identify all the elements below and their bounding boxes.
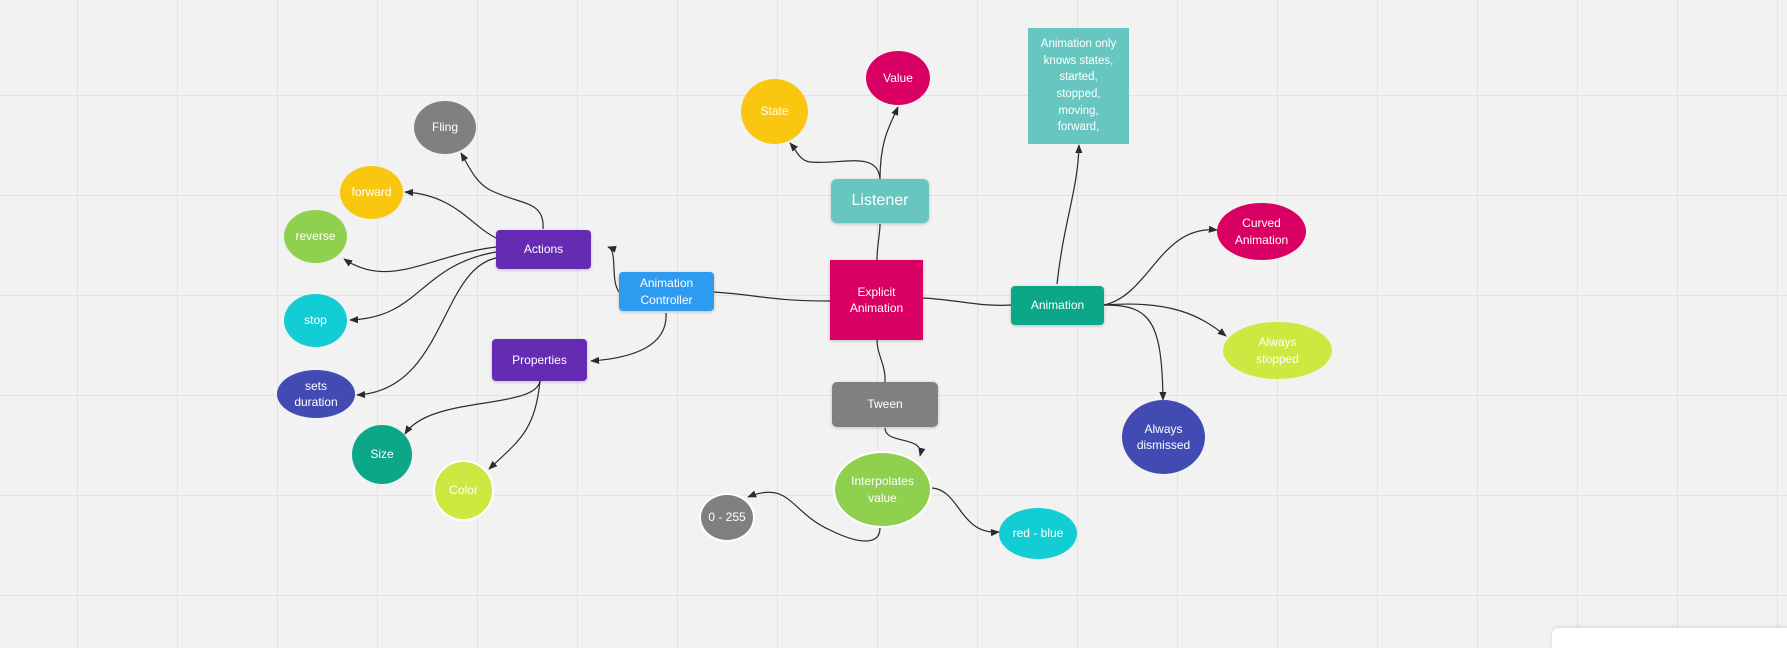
node-always-stopped[interactable]: Always stopped [1223, 322, 1332, 379]
node-explicit-animation[interactable]: Explicit Animation [830, 260, 923, 340]
node-animation-note[interactable]: Animation only knows states, started, st… [1028, 28, 1129, 144]
node-0-255[interactable]: 0 - 255 [699, 493, 755, 542]
node-listener[interactable]: Listener [831, 179, 929, 223]
link-animation-to-always-dismissed [1103, 304, 1167, 401]
node-tween[interactable]: Tween [832, 382, 938, 427]
link-controller-to-actions [607, 245, 620, 293]
link-actions-to-forward [404, 188, 497, 239]
link-actions-to-reverse [343, 246, 497, 273]
node-interpolates-value[interactable]: Interpolates value [833, 451, 932, 528]
link-animation-to-note [1056, 144, 1083, 285]
node-actions[interactable]: Actions [496, 230, 591, 269]
link-animation-to-always-stopped [1103, 303, 1227, 337]
node-properties[interactable]: Properties [492, 339, 587, 381]
link-actions-to-stop [349, 251, 497, 324]
link-interpolates-to-red-blue [931, 487, 1000, 537]
link-interpolates-to-0-255 [747, 490, 881, 542]
node-always-dismissed[interactable]: Always dismissed [1122, 400, 1205, 474]
link-properties-to-color [488, 380, 541, 470]
link-animation-to-curved [1103, 225, 1218, 306]
node-forward[interactable]: forward [340, 166, 403, 219]
node-curved-animation[interactable]: Curved Animation [1217, 203, 1306, 260]
link-listener-to-state [789, 142, 881, 180]
node-animation-controller[interactable]: Animation Controller [619, 272, 714, 311]
link-controller-to-properties [590, 312, 667, 365]
node-size[interactable]: Size [352, 425, 412, 484]
node-stop[interactable]: stop [284, 294, 347, 347]
node-state[interactable]: State [741, 79, 808, 144]
link-properties-to-size [404, 380, 541, 435]
link-actions-to-fling [460, 152, 544, 230]
link-explicit-to-controller [713, 291, 831, 302]
node-animation[interactable]: Animation [1011, 286, 1104, 325]
node-sets-duration[interactable]: sets duration [277, 370, 355, 418]
link-explicit-to-tween [876, 339, 886, 383]
link-tween-to-interpolates [884, 427, 926, 457]
node-value[interactable]: Value [866, 51, 930, 105]
node-red-blue[interactable]: red - blue [999, 508, 1077, 559]
node-fling[interactable]: Fling [414, 101, 476, 154]
node-reverse[interactable]: reverse [284, 210, 347, 263]
link-explicit-to-listener [876, 223, 881, 261]
bottom-right-panel [1552, 628, 1787, 648]
node-color[interactable]: Color [433, 460, 494, 521]
link-listener-to-value [879, 106, 899, 180]
link-actions-to-sets-duration [356, 257, 497, 399]
link-explicit-to-animation [922, 297, 1012, 306]
